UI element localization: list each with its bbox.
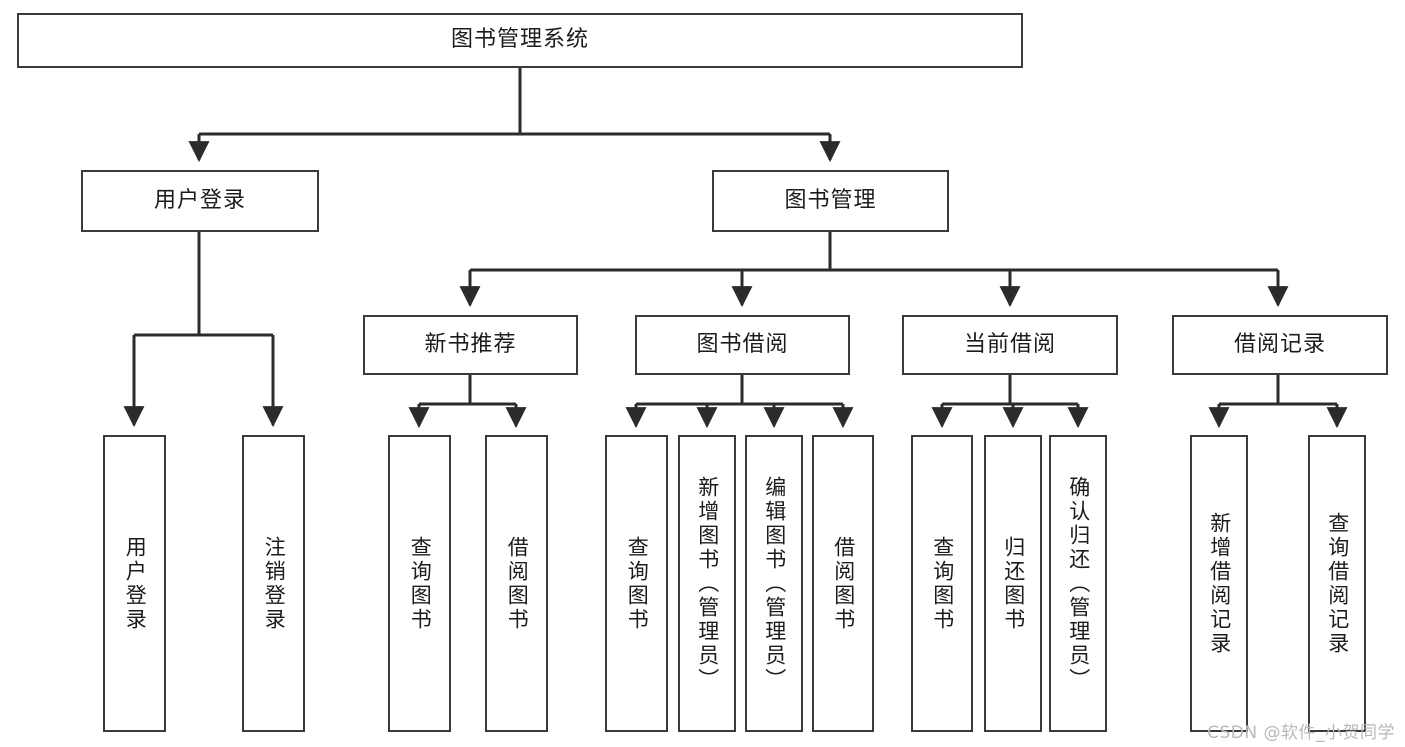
- node-label: 新增图书（管理员）: [695, 475, 720, 692]
- node-label: 查询图书: [625, 535, 650, 632]
- node-label: 借阅图书: [505, 535, 530, 632]
- leaf-logout[interactable]: 注销登录: [242, 435, 305, 732]
- node-label: 注销登录: [262, 535, 287, 632]
- node-label: 查询借阅记录: [1325, 511, 1350, 656]
- leaf-borrow-book-newbook[interactable]: 借阅图书: [485, 435, 548, 732]
- node-label: 当前借阅: [963, 331, 1056, 357]
- leaf-query-borrow-record[interactable]: 查询借阅记录: [1308, 435, 1366, 732]
- leaf-query-book-current[interactable]: 查询图书: [911, 435, 973, 732]
- leaf-confirm-return-admin[interactable]: 确认归还（管理员）: [1049, 435, 1107, 732]
- node-book-management[interactable]: 图书管理: [712, 170, 949, 232]
- node-root-system[interactable]: 图书管理系统: [17, 13, 1023, 68]
- node-label: 编辑图书（管理员）: [762, 475, 787, 692]
- node-label: 新增借阅记录: [1207, 511, 1232, 656]
- node-label: 查询图书: [408, 535, 433, 632]
- node-label: 图书管理: [784, 187, 877, 213]
- node-label: 借阅记录: [1233, 331, 1326, 357]
- watermark-text: CSDN @软件_小贺同学: [1207, 723, 1395, 743]
- leaf-add-borrow-record[interactable]: 新增借阅记录: [1190, 435, 1248, 732]
- node-borrow-record[interactable]: 借阅记录: [1172, 315, 1388, 375]
- leaf-return-book[interactable]: 归还图书: [984, 435, 1042, 732]
- node-label: 图书借阅: [696, 331, 789, 357]
- leaf-borrow-book[interactable]: 借阅图书: [812, 435, 874, 732]
- node-current-borrow[interactable]: 当前借阅: [902, 315, 1118, 375]
- node-label: 图书管理系统: [450, 27, 589, 53]
- leaf-query-book-newbook[interactable]: 查询图书: [388, 435, 451, 732]
- node-label: 用户登录: [153, 187, 246, 213]
- node-label: 确认归还（管理员）: [1066, 475, 1091, 692]
- node-label: 新书推荐: [424, 331, 517, 357]
- leaf-add-book-admin[interactable]: 新增图书（管理员）: [678, 435, 736, 732]
- node-book-borrow[interactable]: 图书借阅: [635, 315, 850, 375]
- leaf-user-login[interactable]: 用户登录: [103, 435, 166, 732]
- node-label: 归还图书: [1001, 535, 1026, 632]
- node-user-login[interactable]: 用户登录: [81, 170, 319, 232]
- node-new-book-recommend[interactable]: 新书推荐: [363, 315, 578, 375]
- node-label: 借阅图书: [831, 535, 856, 632]
- node-label: 用户登录: [123, 535, 148, 632]
- node-label: 查询图书: [930, 535, 955, 632]
- leaf-edit-book-admin[interactable]: 编辑图书（管理员）: [745, 435, 803, 732]
- leaf-query-book-borrow[interactable]: 查询图书: [605, 435, 668, 732]
